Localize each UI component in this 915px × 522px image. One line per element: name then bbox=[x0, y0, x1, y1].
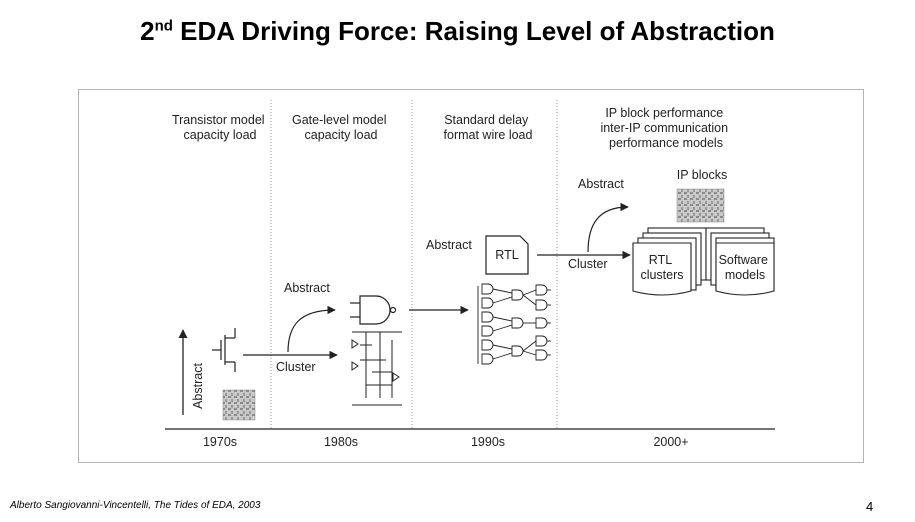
period-label-1990s: 1990s bbox=[471, 435, 505, 449]
transistor-layout-image bbox=[222, 389, 256, 421]
title-ordinal: 2 bbox=[140, 16, 155, 46]
period-label-2000s: 2000+ bbox=[653, 435, 688, 449]
gate-schematic-icon bbox=[351, 331, 402, 406]
column-header-1980s: Gate-level model capacity load bbox=[292, 113, 390, 142]
abstract-arrow-1980s bbox=[287, 305, 336, 353]
rtl-label: RTL bbox=[495, 248, 518, 262]
slide-title: 2nd EDA Driving Force: Raising Level of … bbox=[0, 16, 915, 47]
abstract-label-1990s: Abstract bbox=[426, 238, 472, 252]
ip-block-image bbox=[676, 188, 725, 223]
abstract-arrow-2000s bbox=[587, 202, 629, 253]
title-superscript: nd bbox=[154, 17, 173, 35]
rtl-document-icon bbox=[485, 235, 529, 275]
column-header-2000s: IP block performance inter-IP communicat… bbox=[600, 106, 731, 150]
transistor-icon bbox=[212, 328, 236, 372]
cluster-label-1980s: Cluster bbox=[276, 360, 316, 374]
column-header-1970s: Transistor model capacity load bbox=[172, 113, 268, 142]
rtl-clusters-stack bbox=[632, 227, 707, 296]
abstraction-axis-label: Abstract bbox=[191, 363, 205, 409]
ip-blocks-label: IP blocks bbox=[677, 168, 728, 182]
gate-netlist-icon bbox=[477, 283, 551, 365]
citation: Alberto Sangiovanni-Vincentelli, The Tid… bbox=[10, 500, 261, 511]
title-rest: EDA Driving Force: Raising Level of Abst… bbox=[172, 16, 775, 46]
period-label-1980s: 1980s bbox=[324, 435, 358, 449]
rtl-clusters-label: RTL clusters bbox=[640, 253, 683, 282]
abstract-label-1980s: Abstract bbox=[284, 281, 330, 295]
software-models-stack bbox=[705, 227, 775, 296]
cluster-label-2000s: Cluster bbox=[568, 257, 608, 271]
period-label-1970s: 1970s bbox=[203, 435, 237, 449]
logic-gate-icon bbox=[350, 295, 397, 325]
abstract-label-2000s: Abstract bbox=[578, 177, 624, 191]
software-models-label: Software models bbox=[719, 253, 772, 282]
figure-frame bbox=[78, 89, 864, 463]
page-number: 4 bbox=[866, 499, 874, 514]
column-header-1990s: Standard delay format wire load bbox=[444, 113, 533, 142]
